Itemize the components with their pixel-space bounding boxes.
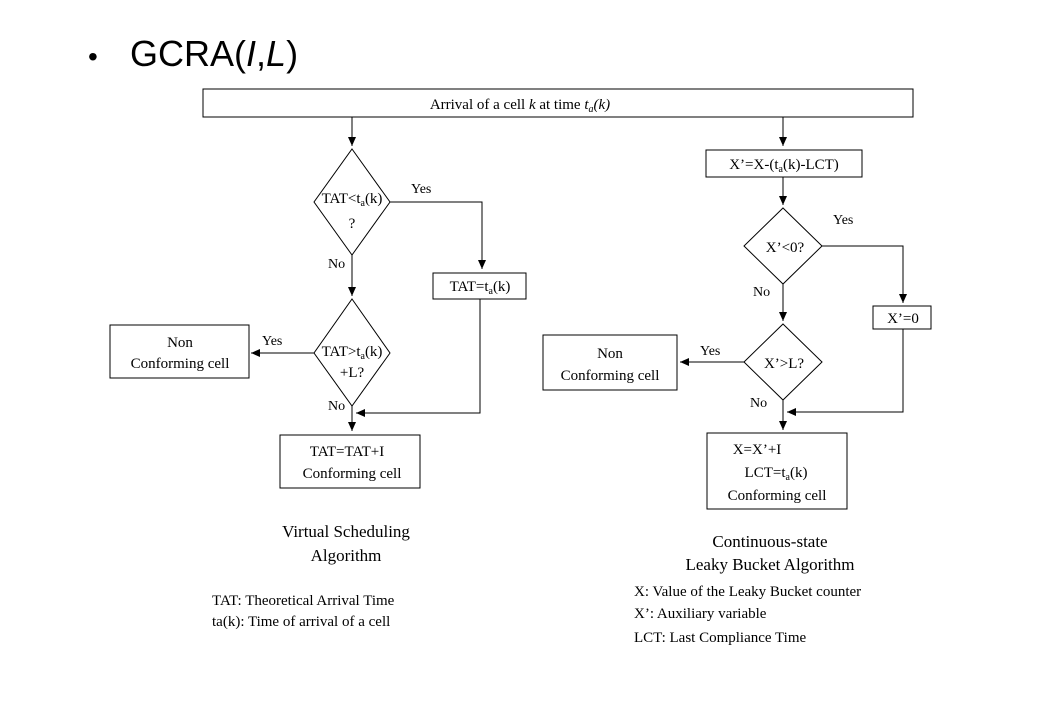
- lba-yes2-label: Yes: [700, 344, 720, 359]
- lba-dec2-text: X’>L?: [764, 356, 804, 372]
- lba-decision-1: X’<0?: [743, 207, 823, 285]
- arrow-vsa-set-to-conf: [356, 299, 481, 417]
- page-title: • GCRA(I,L): [88, 33, 298, 74]
- lba-box-x-text: X’=X-(ta(k)-LCT): [729, 157, 839, 175]
- arrival-box: Arrival of a cell k at time ta(k): [202, 88, 914, 118]
- arrow-lba-yes1: [822, 245, 907, 303]
- vsa-no2-label: No: [328, 399, 345, 414]
- vsa-conf-line1: TAT=TAT+I: [310, 444, 385, 460]
- lba-label-line2: Leaky Bucket Algorithm: [685, 555, 854, 574]
- lba-label-line1: Continuous-state: [712, 532, 827, 551]
- lba-box-x-zero: X’=0: [872, 305, 932, 330]
- lba-conf-line2: LCT=ta(k): [745, 465, 808, 483]
- lba-box-non-conforming: Non Conforming cell: [542, 334, 678, 391]
- vsa-box-set-tat-text: TAT=ta(k): [450, 279, 511, 297]
- vsa-dec2-line1: TAT>ta(k): [322, 344, 383, 362]
- arrow-lba-zero-to-conf: [787, 329, 904, 416]
- lba-legend-line3: LCT: Last Compliance Time: [634, 630, 807, 646]
- arrow-vsa-yes1: [390, 201, 486, 269]
- vsa-yes2-label: Yes: [262, 334, 282, 349]
- lba-no2-label: No: [750, 396, 767, 411]
- vsa-no1-label: No: [328, 257, 345, 272]
- arrival-text: Arrival of a cell k at time ta(k): [430, 97, 610, 115]
- vsa-non-line1: Non: [167, 335, 193, 351]
- vsa-non-line2: Conforming cell: [131, 356, 230, 372]
- lba-box-x-zero-text: X’=0: [887, 311, 919, 327]
- lba-conf-line1: X=X’+I: [733, 442, 782, 458]
- lba-non-line2: Conforming cell: [561, 368, 660, 384]
- lba-decision-2: X’>L?: [743, 323, 823, 401]
- vsa-box-conforming: TAT=TAT+I Conforming cell: [279, 434, 421, 489]
- lba-conf-line3: Conforming cell: [728, 488, 827, 504]
- vsa-decision-1: TAT<ta(k) ?: [313, 148, 391, 256]
- vsa-legend-line2: ta(k): Time of arrival of a cell: [212, 614, 390, 630]
- lba-box-conforming: X=X’+I LCT=ta(k) Conforming cell: [706, 432, 848, 510]
- vsa-conf-line2: Conforming cell: [303, 466, 402, 482]
- vsa-dec2-line2: +L?: [340, 365, 365, 381]
- vsa-yes1-label: Yes: [411, 182, 431, 197]
- lba-yes1-label: Yes: [833, 213, 853, 228]
- lba-box-x-update: X’=X-(ta(k)-LCT): [705, 149, 863, 178]
- vsa-dec1-line1: TAT<ta(k): [322, 191, 383, 209]
- lba-dec1-text: X’<0?: [766, 240, 805, 256]
- lba-legend-line2: X’: Auxiliary variable: [634, 606, 767, 622]
- vsa-dec1-line2: ?: [349, 216, 356, 232]
- lba-legend-line1: X: Value of the Leaky Bucket counter: [634, 584, 861, 600]
- title-text: GCRA(I,L): [130, 33, 298, 74]
- title-bullet: •: [88, 41, 98, 72]
- vsa-legend-line1: TAT: Theoretical Arrival Time: [212, 593, 395, 609]
- lba-no1-label: No: [753, 285, 770, 300]
- vsa-box-set-tat: TAT=ta(k): [432, 272, 527, 300]
- vsa-decision-2: TAT>ta(k) +L?: [313, 298, 391, 407]
- lba-non-line1: Non: [597, 346, 623, 362]
- vsa-label-line1: Virtual Scheduling: [282, 522, 410, 541]
- vsa-label-line2: Algorithm: [311, 546, 382, 565]
- vsa-box-non-conforming: Non Conforming cell: [109, 324, 250, 379]
